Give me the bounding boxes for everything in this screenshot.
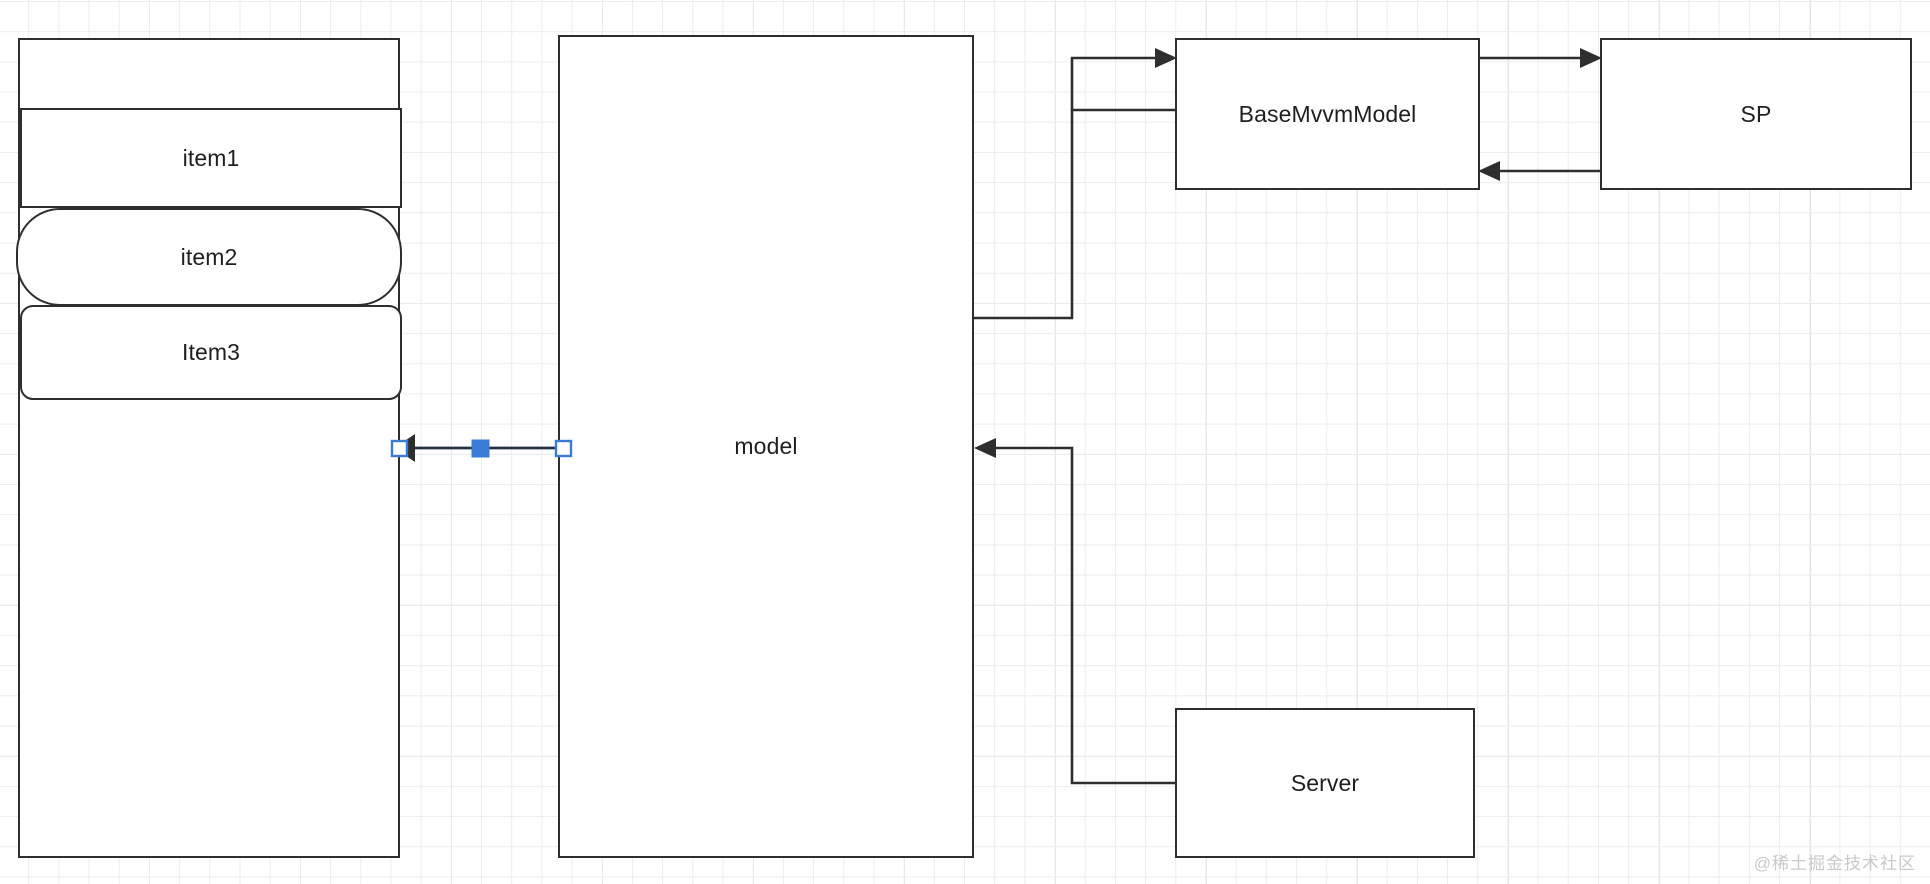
watermark: @稀土掘金技术社区 — [1753, 854, 1916, 873]
node-item2-label: item2 — [180, 243, 238, 270]
edge-server-to-model[interactable] — [974, 438, 1177, 785]
node-sp-label: SP — [1740, 100, 1772, 127]
node-server-label: Server — [1290, 769, 1360, 796]
arrow-head-icon — [1478, 161, 1500, 181]
node-item3[interactable]: Item3 — [20, 305, 402, 400]
arrow-head-icon — [974, 438, 996, 458]
node-item2[interactable]: item2 — [16, 208, 402, 306]
node-basemvvmmodel-label: BaseMvvmModel — [1238, 100, 1417, 127]
node-item1-label: item1 — [182, 144, 240, 171]
edge-basemvvmmodel-to-sp[interactable] — [1478, 48, 1602, 68]
node-item1[interactable]: item1 — [20, 108, 402, 208]
node-sp[interactable]: SP — [1600, 38, 1912, 190]
edge-sp-to-basemvvmmodel[interactable] — [1478, 161, 1602, 181]
arrow-head-icon — [1580, 48, 1602, 68]
node-item3-label: Item3 — [181, 339, 241, 365]
node-model[interactable]: model — [558, 35, 974, 858]
node-model-label: model — [734, 433, 798, 459]
node-server[interactable]: Server — [1175, 708, 1475, 858]
connector-handle-midpoint[interactable] — [471, 439, 490, 458]
edge-to-basemvvmmodel-top[interactable] — [972, 48, 1177, 320]
arrow-head-icon — [1155, 48, 1177, 68]
selected-connector[interactable] — [390, 434, 573, 462]
node-basemvvmmodel[interactable]: BaseMvvmModel — [1175, 38, 1480, 190]
